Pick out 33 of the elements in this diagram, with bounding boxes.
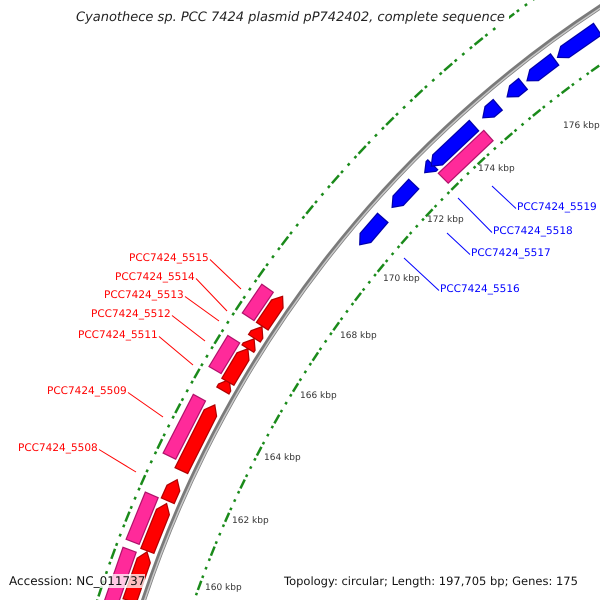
leader-line [210, 259, 242, 290]
tick-label: 176 kbp [563, 121, 600, 131]
leader-line [404, 258, 440, 291]
gene-label: PCC7424_5508 [18, 442, 98, 455]
leader-line [128, 392, 164, 418]
tick-label: 174 kbp [478, 164, 515, 174]
tick-label: 160 kbp [205, 583, 242, 593]
gene-label: PCC7424_5509 [47, 385, 127, 398]
gene-label: PCC7424_5511 [78, 329, 158, 342]
gene-label: PCC7424_5516 [440, 283, 520, 296]
summary-text: Topology: circular; Length: 197,705 bp; Genes: 175 [284, 574, 578, 588]
gene-label: PCC7424_5517 [471, 247, 551, 260]
gene-label: PCC7424_5515 [129, 252, 209, 265]
leader-line [172, 315, 206, 342]
tick-label: 164 kbp [264, 453, 301, 463]
leader-line [458, 198, 492, 233]
gene-label: PCC7424_5512 [91, 308, 171, 321]
gene-label: PCC7424_5513 [104, 289, 184, 302]
leader-line [492, 186, 516, 209]
leader-line [196, 278, 228, 312]
leader-line [446, 232, 470, 255]
leader-line [98, 449, 136, 472]
tick-label: 162 kbp [232, 516, 269, 526]
tick-label: 172 kbp [427, 215, 464, 225]
leader-line [184, 296, 220, 322]
accession-text: Accession: NC_011737 [9, 574, 146, 588]
tick-label: 166 kbp [300, 391, 337, 401]
gene-label: PCC7424_5514 [115, 271, 195, 284]
tick-label: 170 kbp [383, 274, 420, 284]
gene-label: PCC7424_5519 [517, 201, 597, 214]
tick-label: 168 kbp [340, 331, 377, 341]
leader-line [158, 336, 194, 366]
gene-label: PCC7424_5518 [493, 225, 573, 238]
